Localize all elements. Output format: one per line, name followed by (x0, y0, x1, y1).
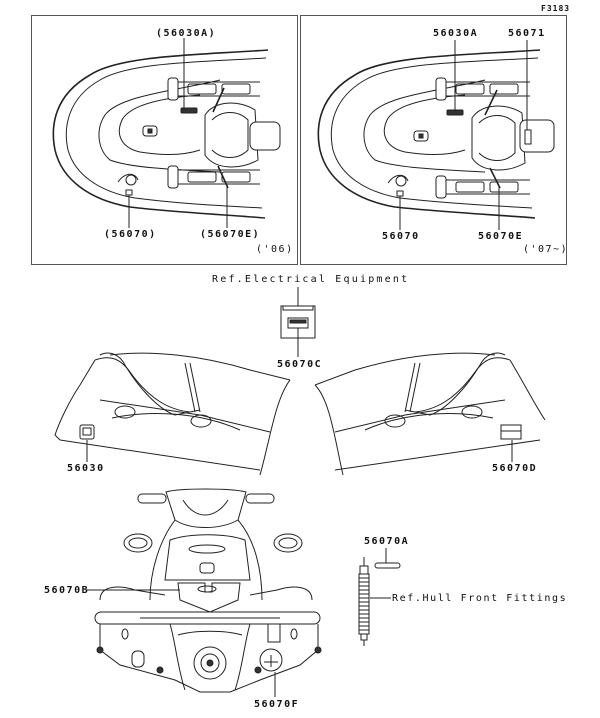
figure-id: F3183 (541, 4, 571, 13)
panel-2007-on (300, 15, 567, 265)
hull-fitting-illustration (359, 548, 400, 646)
top-view-2007-on (318, 40, 554, 230)
callout-56070e-2007: 56070E (478, 231, 524, 242)
panel-2006 (31, 15, 298, 265)
callout-56070-2006: (56070) (104, 229, 157, 240)
rear-view-illustration (87, 489, 321, 697)
top-view-2006 (53, 38, 280, 228)
year-label-2007-on: ('07~) (523, 244, 569, 255)
callout-56030a-2006: (56030A) (156, 28, 217, 39)
ref-electrical-equipment: Ref.Electrical Equipment (212, 274, 410, 285)
callout-56070e-2006: (56070E) (200, 229, 261, 240)
callout-56070c: 56070C (277, 359, 323, 370)
callout-56070b: 56070B (44, 585, 90, 596)
callout-56070a: 56070A (364, 536, 410, 547)
callout-56070f: 56070F (254, 699, 300, 710)
ref-hull-front-fittings: Ref.Hull Front Fittings (392, 593, 568, 604)
side-view-left (55, 353, 290, 475)
callout-56030: 56030 (67, 463, 105, 474)
callout-56030a-2007: 56030A (433, 28, 479, 39)
battery-illustration (281, 287, 315, 357)
callout-56070d: 56070D (492, 463, 538, 474)
callout-56071: 56071 (508, 28, 546, 39)
callout-56070-2007: 56070 (382, 231, 420, 242)
year-label-2006: ('06) (256, 244, 294, 255)
side-view-right (315, 353, 545, 475)
